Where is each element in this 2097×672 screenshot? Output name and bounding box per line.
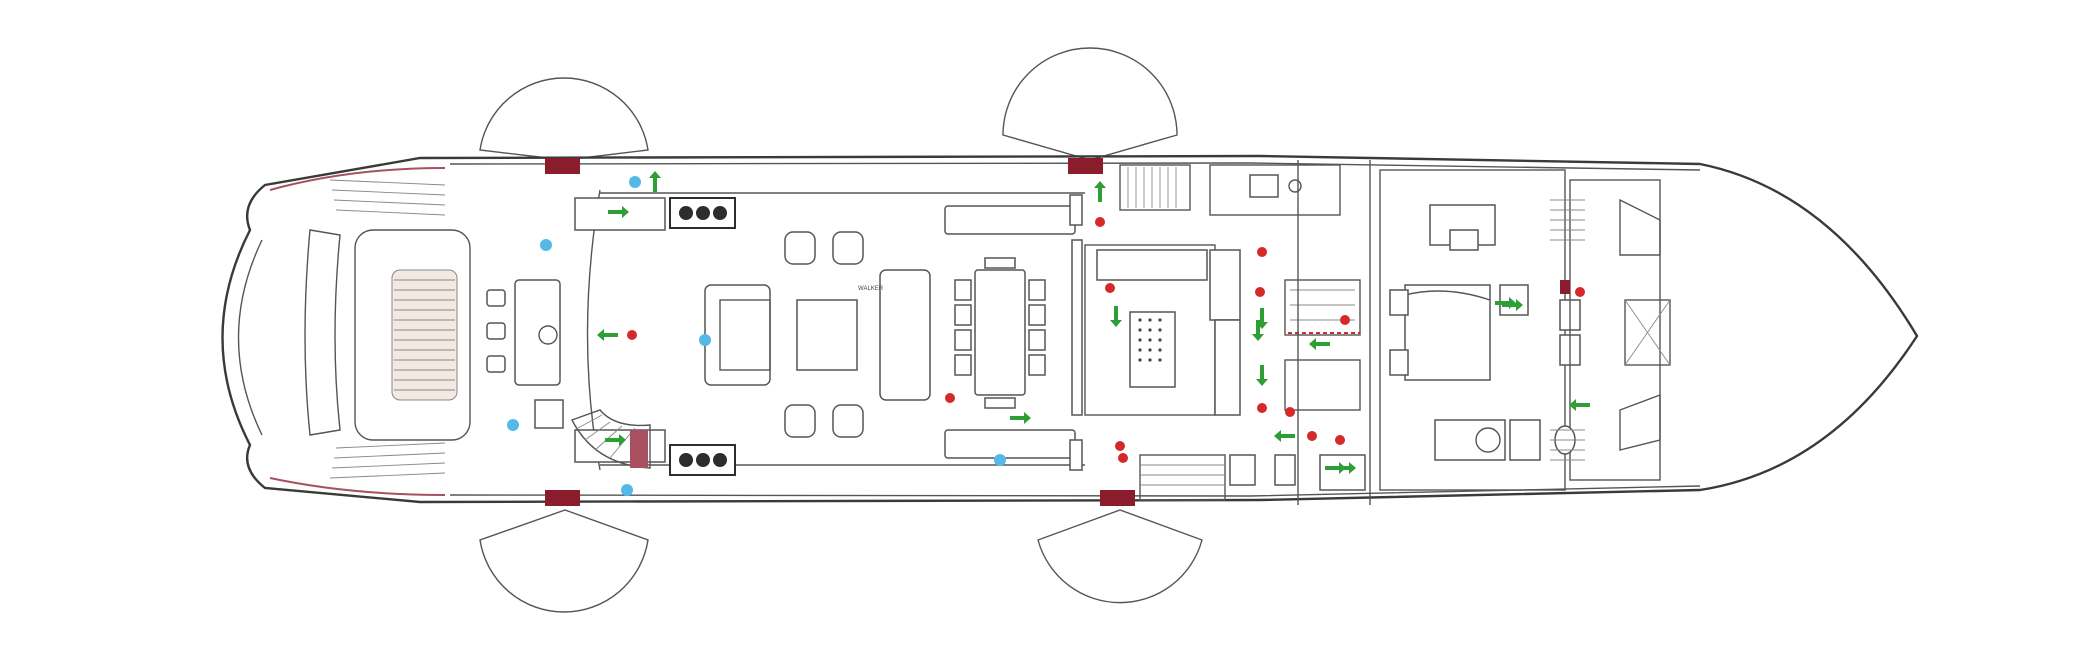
stair-bottom [1139, 454, 1226, 501]
sensor-icon [994, 454, 1006, 466]
sensor-icon [507, 419, 519, 431]
forward-ensuite [1550, 179, 1671, 481]
exit-arrow-icon [649, 171, 661, 192]
aft-table [514, 279, 561, 386]
aft-stool-1 [486, 289, 506, 307]
salon-coffee-table [796, 299, 858, 371]
aft-table-lamp [538, 325, 558, 345]
door-accents [545, 158, 1570, 506]
sideboard-top [944, 205, 1076, 235]
extinguisher-icon [1575, 287, 1585, 297]
door-accent-3 [545, 490, 580, 506]
extinguisher-icon [1285, 407, 1295, 417]
sunbed-slats [391, 269, 458, 401]
dining-chairs [954, 257, 1046, 409]
exit-arrow-icon [1256, 365, 1268, 386]
extinguisher-icon [1115, 441, 1125, 451]
hull-deck-edge-top [449, 162, 1701, 171]
sensor-icon [540, 239, 552, 251]
swing-door-arcs [479, 47, 1203, 613]
door-arc-bottom-aft [479, 509, 649, 613]
shower [1624, 299, 1671, 366]
master-sofa [1434, 419, 1506, 461]
exit-arrow-icon [1274, 430, 1295, 442]
aft-platform [304, 229, 341, 436]
salon-armchair-1 [784, 231, 816, 265]
exit-arrow-icon [1010, 412, 1031, 424]
sensor-icon [699, 334, 711, 346]
sunbed-slat-lines [394, 279, 455, 391]
exit-arrow-icon [605, 434, 626, 446]
dining-table [974, 269, 1026, 396]
galley-dots [1138, 318, 1162, 362]
stair-accent [630, 430, 648, 468]
extinguisher-icon [1307, 431, 1317, 441]
extinguisher-icon [1255, 287, 1265, 297]
galley-area [1084, 160, 1371, 505]
aft-stool-3 [486, 355, 506, 373]
nightstand-1 [1389, 289, 1409, 316]
crew-cabin-box [1319, 454, 1366, 491]
exit-arrow-icon [597, 329, 618, 341]
exit-arrow-icon [1256, 308, 1268, 329]
salon-tiny-label: WALKER [858, 286, 884, 292]
exit-arrow-icon [1502, 299, 1523, 311]
exit-arrow-icon [1252, 320, 1264, 341]
exit-arrow-icon [1094, 181, 1106, 202]
master-bed [1404, 284, 1491, 381]
exit-arrow-icon [1335, 462, 1356, 474]
hull-inner-line [237, 239, 263, 436]
sideboard-bottom [944, 429, 1076, 459]
salon-armchair-3 [784, 404, 816, 438]
exit-arrow-icon [1110, 306, 1122, 327]
hull-tint-bottom [269, 477, 446, 496]
aft-stairs-bottom [329, 442, 446, 479]
aft-stairs-top [329, 179, 446, 216]
sensor-icon [629, 176, 641, 188]
hull-tint-top [269, 167, 446, 191]
stair-top [1119, 164, 1191, 211]
aft-box [534, 399, 564, 429]
extinguisher-icon [1257, 403, 1267, 413]
extinguisher-icon [1118, 453, 1128, 463]
door-arc-top-aft [479, 77, 649, 161]
salon-sofa-right [879, 269, 931, 401]
door-arc-bottom-mid [1037, 509, 1203, 604]
extinguisher-icon [945, 393, 955, 403]
exit-arrow-icon [608, 206, 629, 218]
door-accent-2 [1068, 158, 1103, 174]
salon-armchair-4 [832, 404, 864, 438]
door-accent-4 [1100, 490, 1135, 506]
extinguisher-icon [1340, 315, 1350, 325]
extinguisher-icon [1257, 247, 1267, 257]
salon-armchair-2 [832, 231, 864, 265]
aft-stool-2 [486, 322, 506, 340]
galley-counter [1096, 249, 1208, 281]
safety-markers [507, 171, 1590, 496]
sunbed-frame [354, 229, 471, 441]
door-accent-1 [545, 158, 580, 174]
salon-aft-wall [586, 189, 601, 471]
extinguisher-icon [627, 330, 637, 340]
main-salon: WALKER [571, 189, 1085, 476]
nightstand-2 [1389, 349, 1409, 376]
hull-outline [221, 154, 1919, 504]
extinguisher-icon [1335, 435, 1345, 445]
master-cabin [1379, 169, 1581, 491]
extinguisher-icon [1105, 283, 1115, 293]
exit-arrow-icon [1309, 338, 1330, 350]
door-arc-top-mid [1002, 47, 1178, 161]
extinguisher-icon [1095, 217, 1105, 227]
exit-arrow-icon [1569, 399, 1590, 411]
door-accent-5 [1560, 280, 1570, 294]
sensor-icon [621, 484, 633, 496]
galley-island [1129, 311, 1176, 388]
master-tv [1499, 284, 1529, 316]
salon-spiral-stair [571, 409, 651, 469]
aft-deck-area [329, 179, 564, 479]
